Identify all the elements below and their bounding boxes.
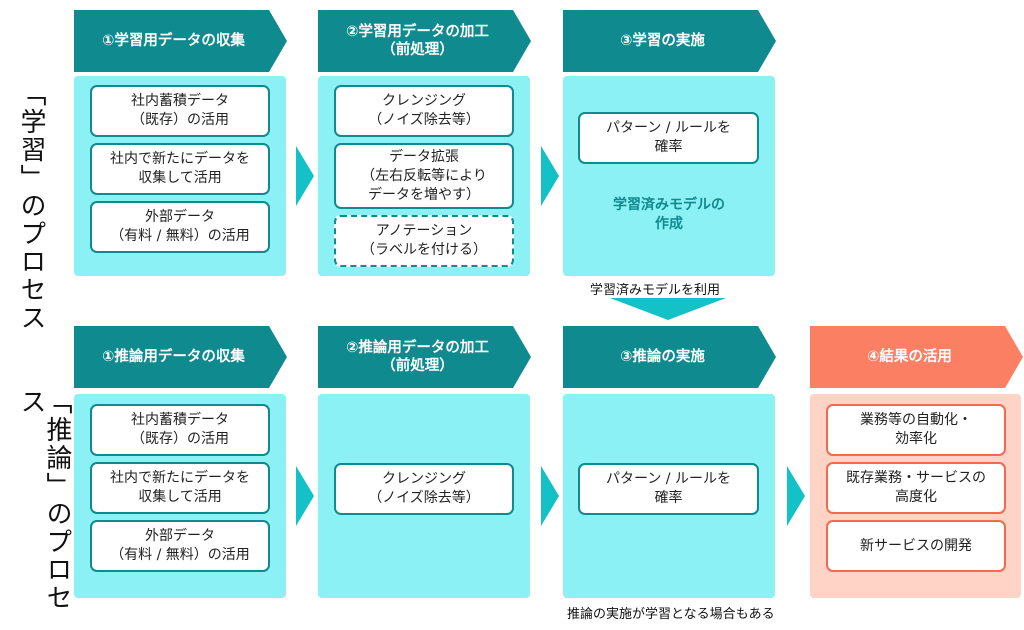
result-enhancement-box: 既存業務・サービスの 高度化	[826, 462, 1006, 514]
inference-step2-header: ②推論用データの加工 （前処理）	[318, 326, 531, 388]
learning-pattern-box: パターン / ルールを 確率	[578, 112, 759, 164]
learning-step2-header: ②学習用データの加工 （前処理）	[318, 10, 531, 72]
inference-arrow-1-2	[296, 466, 314, 526]
inference-process-label: 「推論」のプロセス	[16, 388, 72, 612]
inference-arrow-3-4	[787, 466, 805, 526]
learning-step1-header: ①学習用データの収集	[74, 10, 287, 72]
inference-step1-label: ①推論用データの収集	[102, 349, 245, 365]
learning-arrow-2-3	[541, 146, 559, 206]
down-arrow	[610, 298, 726, 320]
inference-step3-label: ③推論の実施	[620, 349, 705, 365]
learning-augmentation-box: データ拡張 （左右反転等により データを増やす）	[334, 143, 514, 209]
learning-step3-label: ③学習の実施	[620, 33, 705, 49]
inference-cleansing-box: クレンジング （ノイズ除去等）	[334, 463, 514, 515]
learning-new-data-box: 社内で新たにデータを 収集して活用	[90, 143, 270, 195]
inference-new-data-box: 社内で新たにデータを 収集して活用	[90, 462, 270, 514]
inference-step2-label: ②推論用データの加工 （前処理）	[346, 340, 489, 374]
learning-step2-label: ②学習用データの加工 （前処理）	[346, 24, 489, 58]
learning-external-data-box: 外部データ （有料 / 無料）の活用	[90, 201, 270, 253]
inference-external-data-box: 外部データ （有料 / 無料）の活用	[90, 520, 270, 572]
trained-model-note: 学習済みモデルの 作成	[613, 197, 725, 232]
learning-step1-label: ①学習用データの収集	[102, 33, 245, 49]
learning-cleansing-box: クレンジング （ノイズ除去等）	[334, 85, 514, 137]
learning-arrow-1-2	[296, 146, 314, 206]
inference-learning-caption: 推論の実施が学習となる場合もある	[567, 607, 775, 622]
learning-internal-data-box: 社内蓄積データ （既存）の活用	[90, 85, 270, 137]
inference-step4-header: ④結果の活用	[810, 326, 1023, 388]
result-automation-box: 業務等の自動化・ 効率化	[826, 404, 1006, 456]
learning-train-panel	[563, 76, 775, 276]
learning-annotation-box: アノテーション （ラベルを付ける）	[334, 215, 514, 267]
inference-arrow-2-3	[541, 466, 559, 526]
inference-step4-label: ④結果の活用	[867, 349, 952, 365]
inference-internal-data-box: 社内蓄積データ （既存）の活用	[90, 404, 270, 456]
inference-pattern-box: パターン / ルールを 確率	[578, 463, 759, 515]
result-new-service-box: 新サービスの開発	[826, 520, 1006, 572]
learning-step3-header: ③学習の実施	[563, 10, 776, 72]
inference-step1-header: ①推論用データの収集	[74, 326, 287, 388]
learning-process-label: 「学習」のプロセス	[16, 80, 46, 332]
inference-step3-header: ③推論の実施	[563, 326, 776, 388]
use-trained-model-caption: 学習済みモデルを利用	[590, 283, 721, 298]
